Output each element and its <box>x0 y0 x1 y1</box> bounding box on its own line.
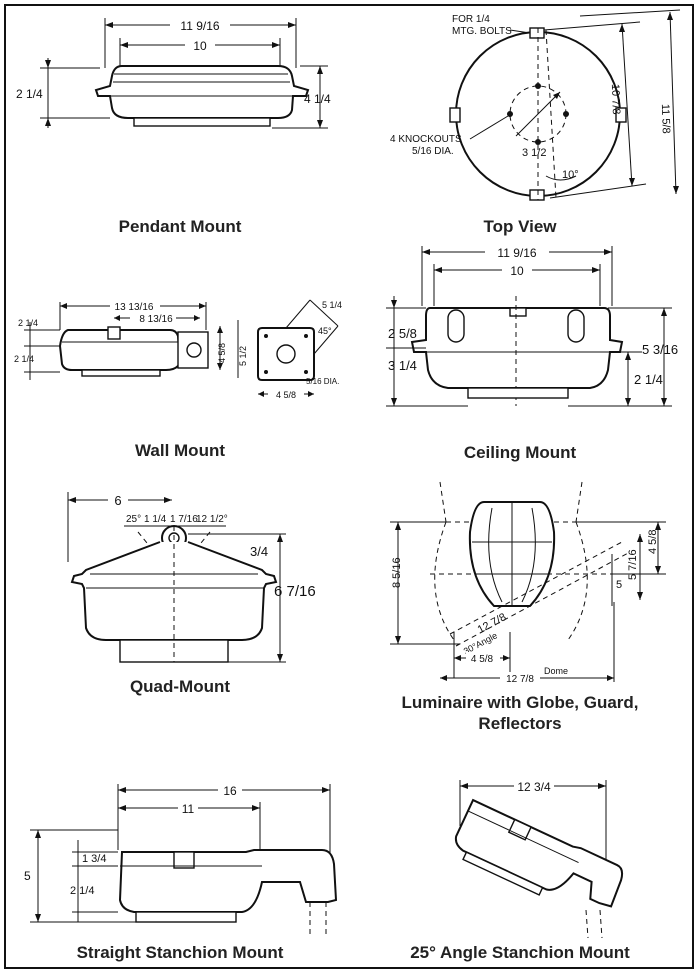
straight-stanchion-caption: Straight Stanchion Mount <box>76 943 284 962</box>
ceiling-dim-total-h: 5 3/16 <box>642 342 678 357</box>
luminaire-dim-h3: 4 5/8 <box>647 530 659 554</box>
top-view-bolts-line1: FOR 1/4 <box>452 14 490 25</box>
straight-dim-top-h: 1 3/4 <box>82 853 106 865</box>
top-view-knockouts-line1: 4 KNOCKOUTS <box>390 134 462 145</box>
wall-dim-top-h: 2 1/4 <box>18 318 38 328</box>
pendant-dim-total-h: 4 1/4 <box>304 92 331 106</box>
quad-dim-a1: 25° <box>126 514 141 525</box>
quad-mount-drawing: 6 25° 1 1/4 1 7/16 12 1/2° 3/4 6 7/16 <box>67 492 316 663</box>
ceiling-dim-low-h: 3 1/4 <box>388 358 417 373</box>
panel-wall-mount: 13 13/16 8 13/16 2 1/4 2 1/4 4 5/8 5 1/2 <box>10 262 350 462</box>
luminaire-dim-h4: 5 <box>616 579 622 591</box>
straight-stanchion-drawing: 16 11 5 1 3/4 2 1/4 <box>24 782 338 938</box>
wall-dim-plate-h: 4 5/8 <box>217 343 227 363</box>
wall-mount-drawing: 13 13/16 8 13/16 2 1/4 2 1/4 4 5/8 5 1/2 <box>14 298 342 400</box>
quad-dim-half: 6 <box>114 493 121 508</box>
panel-straight-stanchion: 16 11 5 1 3/4 2 1/4 Straight Stanchion M… <box>10 770 350 966</box>
straight-dim-body-h: 2 1/4 <box>70 885 94 897</box>
luminaire-dim-h2: 5 7/16 <box>627 549 639 580</box>
luminaire-dim-height: 8 5/16 <box>391 557 403 588</box>
panel-ceiling-mount: 11 9/16 10 2 5/8 3 1/4 5 3/16 <box>350 236 690 462</box>
top-view-dim-width-b: 11 5/8 <box>659 104 672 134</box>
wall-dim-plate-w: 4 5/8 <box>276 390 296 400</box>
top-view-drawing: FOR 1/4 MTG. BOLTS 4 KNOCKOUTS 5/16 DIA.… <box>390 9 681 201</box>
ceiling-dim-overall: 11 9/16 <box>497 246 536 260</box>
top-view-bolts-line2: MTG. BOLTS <box>452 26 512 37</box>
quad-dim-a2: 1 1/4 <box>144 514 167 525</box>
pendant-dim-body-h: 2 1/4 <box>16 87 43 101</box>
quad-dim-hub: 3/4 <box>250 544 268 559</box>
quad-dim-total-h: 6 7/16 <box>274 583 316 600</box>
straight-dim-total-h: 5 <box>24 869 31 883</box>
page-frame <box>4 4 694 969</box>
top-view-knockouts-line2: 5/16 DIA. <box>412 146 454 157</box>
panel-top-view: FOR 1/4 MTG. BOLTS 4 KNOCKOUTS 5/16 DIA.… <box>350 8 690 240</box>
top-view-dim-radius: 3 1/2 <box>522 147 546 159</box>
luminaire-caption-line1: Luminaire with Globe, Guard, <box>401 693 639 712</box>
quad-dim-a3: 1 7/16 <box>170 514 198 525</box>
quad-dim-a4: 12 1/2° <box>196 514 228 525</box>
luminaire-dim-base: 4 5/8 <box>471 654 494 665</box>
top-view-dim-width-a: 10 7/8 <box>609 84 622 115</box>
angle-dim-overall: 12 3/4 <box>517 780 551 794</box>
pendant-mount-drawing: 11 9/16 10 2 1/4 4 1/4 <box>16 17 331 129</box>
panel-pendant-mount: 11 9/16 10 2 1/4 4 1/4 Pendant Mount <box>10 8 350 240</box>
ceiling-dim-top-h: 2 5/8 <box>388 326 417 341</box>
wall-dim-diag: 5 1/4 <box>322 300 342 310</box>
wall-dim-angle: 45° <box>318 326 332 336</box>
panel-luminaire: 8 5/16 4 5/8 5 7/16 5 12 7/8 30°Angle 4 … <box>350 481 690 736</box>
wall-dim-overall: 13 13/16 <box>115 302 154 313</box>
top-view-dim-angle: 10° <box>562 169 579 181</box>
pendant-mount-caption: Pendant Mount <box>118 217 242 236</box>
angle-stanchion-drawing: 12 3/4 <box>454 778 624 939</box>
wall-dim-height: 5 1/2 <box>238 346 248 366</box>
quad-mount-caption: Quad-Mount <box>129 677 231 696</box>
angle-stanchion-caption: 25° Angle Stanchion Mount <box>410 943 630 962</box>
ceiling-dim-body-h: 2 1/4 <box>634 372 663 387</box>
pendant-dim-overall: 11 9/16 <box>180 19 219 33</box>
luminaire-dim-dome: Dome <box>544 666 568 676</box>
panel-angle-stanchion: 12 3/4 25° Angle Stanchion Mount <box>350 770 690 966</box>
wall-dim-low-h: 2 1/4 <box>14 354 34 364</box>
luminaire-dim-dome-w: 12 7/8 <box>506 674 534 685</box>
pendant-dim-inner: 10 <box>193 39 207 53</box>
ceiling-dim-inner: 10 <box>510 264 524 278</box>
panel-quad-mount: 6 25° 1 1/4 1 7/16 12 1/2° 3/4 6 7/16 Qu… <box>10 482 350 696</box>
straight-dim-inner: 11 <box>182 802 195 816</box>
luminaire-caption-line2: Reflectors <box>478 714 562 733</box>
straight-dim-overall: 16 <box>223 784 237 798</box>
top-view-caption: Top View <box>483 217 557 236</box>
wall-mount-caption: Wall Mount <box>134 441 225 460</box>
ceiling-mount-drawing: 11 9/16 10 2 5/8 3 1/4 5 3/16 <box>386 244 678 407</box>
ceiling-mount-caption: Ceiling Mount <box>463 443 577 462</box>
luminaire-drawing: 8 5/16 4 5/8 5 7/16 5 12 7/8 30°Angle 4 … <box>390 481 666 685</box>
wall-dim-hole: 5/16 DIA. <box>306 377 339 386</box>
wall-dim-inner: 8 13/16 <box>139 314 173 325</box>
